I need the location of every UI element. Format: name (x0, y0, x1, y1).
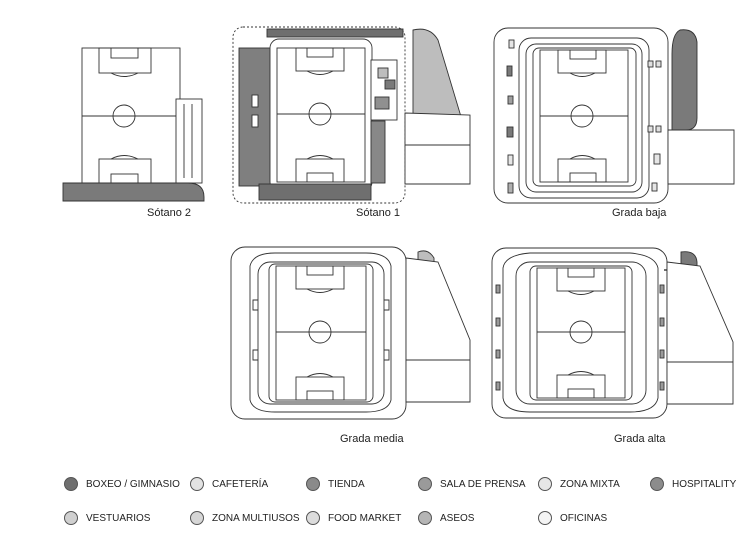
plan-grada-alta (491, 247, 734, 419)
plan-grada-media (230, 246, 471, 420)
plan-label-grada-baja: Grada baja (612, 207, 667, 219)
plan-label-sotano-2: Sótano 2 (147, 207, 192, 219)
basement-wing (62, 182, 205, 202)
pitch (276, 47, 366, 183)
site-outline (493, 27, 669, 204)
side-structure (175, 98, 203, 184)
plan-sotano-2 (62, 47, 205, 202)
plan-label-grada-media: Grada media (340, 433, 404, 445)
hospitality-tower (671, 29, 698, 131)
plan-label-grada-alta: Grada alta (614, 433, 666, 445)
plan-sotano-1 (232, 26, 471, 204)
pitch (536, 267, 626, 399)
plan-label-sotano-1: Sótano 1 (356, 207, 401, 219)
pitch (275, 265, 367, 401)
plan-grada-baja (493, 27, 735, 204)
